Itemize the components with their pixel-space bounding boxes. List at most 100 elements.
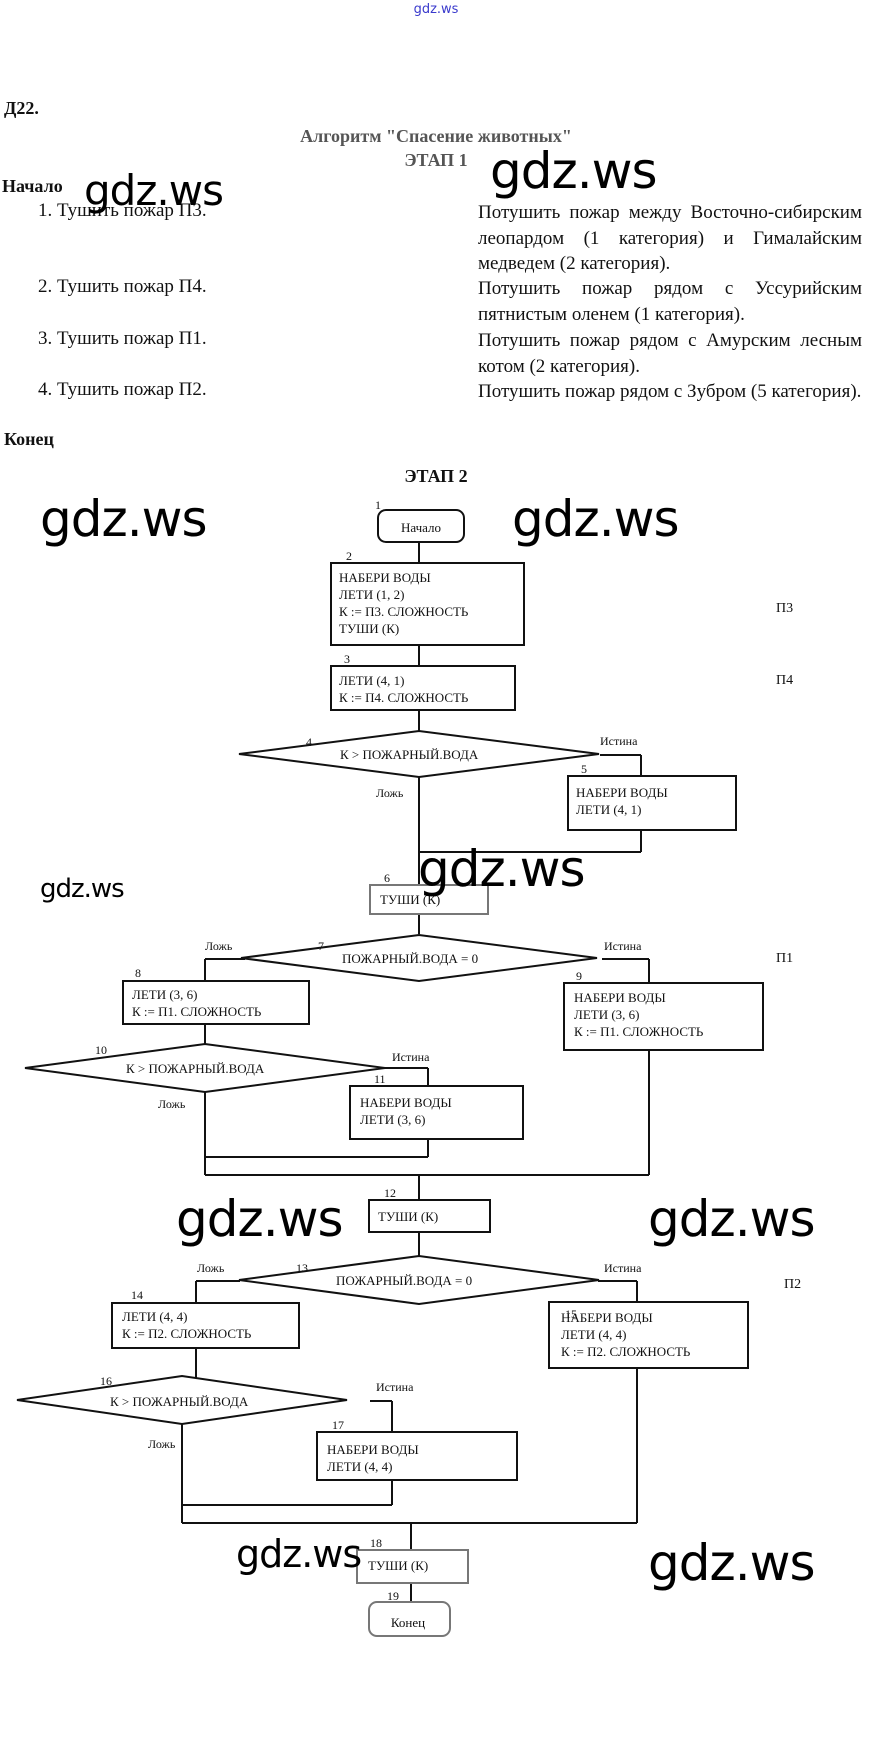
watermark: gdz.ws bbox=[512, 490, 680, 548]
flowchart-process-17 bbox=[316, 1431, 518, 1481]
flowchart-block-number: 9 bbox=[576, 969, 582, 983]
flowchart-block-text: ЛЕТИ (4, 4) bbox=[122, 1309, 188, 1324]
flowchart-block-text: ПОЖАРНЫЙ.ВОДА = 0 bbox=[336, 1273, 472, 1288]
site-link[interactable]: gdz.ws bbox=[413, 2, 459, 17]
flowchart-true-label: Истина bbox=[600, 734, 638, 748]
flowchart-block-number: 1 bbox=[375, 498, 381, 512]
flowchart-block-text: ТУШИ (К) bbox=[368, 1558, 428, 1573]
flowchart-block-text: ЛЕТИ (4, 4) bbox=[561, 1327, 627, 1342]
flowchart-block-text: НАБЕРИ ВОДЫ bbox=[574, 990, 666, 1005]
watermark: gdz.ws bbox=[40, 874, 125, 904]
flowchart-block-number: 15 bbox=[565, 1307, 577, 1321]
flowchart-terminal-19 bbox=[368, 1601, 451, 1637]
flowchart-decision-7 bbox=[240, 933, 598, 983]
fire-side-label: П2 bbox=[784, 1277, 801, 1292]
flowchart-true-label: Истина bbox=[604, 1261, 642, 1275]
watermark: gdz.ws bbox=[418, 840, 586, 898]
flowchart-true-label: Истина bbox=[376, 1380, 414, 1394]
stage1-start-label: Начало bbox=[2, 176, 63, 196]
fire-side-label: П1 bbox=[776, 951, 793, 966]
flowchart-block-text: НАБЕРИ ВОДЫ bbox=[360, 1095, 452, 1110]
flowchart-block-number: 4 bbox=[306, 735, 312, 749]
flowchart-process-18 bbox=[356, 1549, 469, 1584]
flowchart-block-number: 14 bbox=[131, 1288, 143, 1302]
flowchart-block-text: НАБЕРИ ВОДЫ bbox=[327, 1442, 419, 1457]
stage1-step-description: Потушить пожар рядом с Зубром (5 категор… bbox=[478, 381, 862, 402]
flowchart-process-11 bbox=[349, 1085, 524, 1140]
flowchart-block-text: К > ПОЖАРНЫЙ.ВОДА bbox=[340, 747, 479, 762]
watermark: gdz.ws bbox=[40, 490, 208, 548]
flowchart-block-text: К > ПОЖАРНЫЙ.ВОДА bbox=[126, 1061, 265, 1076]
watermark: gdz.ws bbox=[648, 1534, 816, 1592]
flowchart-block-number: 13 bbox=[296, 1261, 308, 1275]
flowchart-block-number: 2 bbox=[346, 549, 352, 563]
flowchart-block-text: ЛЕТИ (3, 6) bbox=[574, 1007, 640, 1022]
flowchart-block-text: ЛЕТИ (4, 1) bbox=[339, 673, 405, 688]
flowchart-block-number: 18 bbox=[370, 1536, 382, 1550]
fire-side-label: П4 bbox=[776, 673, 793, 688]
stage1-step: 3. Тушить пожар П1. bbox=[38, 328, 207, 349]
flowchart-block-text: ЛЕТИ (4, 1) bbox=[576, 802, 642, 817]
flowchart-terminal-1 bbox=[377, 509, 465, 543]
flowchart-block-text: ТУШИ (К) bbox=[378, 1209, 438, 1224]
flowchart-block-text: ТУШИ (К) bbox=[339, 621, 399, 636]
flowchart-decision-13 bbox=[238, 1254, 600, 1306]
flowchart-false-label: Ложь bbox=[205, 939, 233, 953]
flowchart-true-label: Истина bbox=[392, 1050, 430, 1064]
flowchart-process-3 bbox=[330, 665, 516, 711]
stage1-step-description: Потушить пожар рядом с Уссурийским пятни… bbox=[478, 278, 862, 325]
flowchart-block-text: ЛЕТИ (3, 6) bbox=[360, 1112, 426, 1127]
algorithm-title: Алгоритм "Спасение животных" bbox=[300, 126, 572, 146]
flowchart-block-number: 7 bbox=[318, 939, 324, 953]
flowchart-block-number: 3 bbox=[344, 652, 350, 666]
flowchart-block-text: К := П4. СЛОЖНОСТЬ bbox=[339, 690, 469, 705]
flowchart-process-15 bbox=[548, 1301, 749, 1369]
flowchart-block-number: 19 bbox=[387, 1589, 399, 1603]
flowchart-process-8 bbox=[122, 980, 310, 1025]
flowchart-false-label: Ложь bbox=[148, 1437, 176, 1451]
stage1-title: ЭТАП 1 bbox=[404, 150, 468, 170]
watermark: gdz.ws bbox=[648, 1190, 816, 1248]
stage1-step: 4. Тушить пожар П2. bbox=[38, 379, 207, 400]
stage1-step: 2. Тушить пожар П4. bbox=[38, 276, 207, 297]
flowchart-block-text: ТУШИ (К) bbox=[380, 892, 440, 907]
flowchart-block-number: 8 bbox=[135, 966, 141, 980]
task-number: Д22. bbox=[4, 98, 39, 118]
flowchart-block-number: 12 bbox=[384, 1186, 396, 1200]
flowchart-process-5 bbox=[567, 775, 737, 831]
flowchart-process-12 bbox=[368, 1199, 491, 1233]
watermark: gdz.ws bbox=[84, 166, 224, 215]
flowchart-block-text: ПОЖАРНЫЙ.ВОДА = 0 bbox=[342, 951, 478, 966]
watermark: gdz.ws bbox=[236, 1532, 362, 1576]
flowchart-block-number: 6 bbox=[384, 871, 390, 885]
flowchart-block-number: 5 bbox=[581, 762, 587, 776]
flowchart-block-text: ЛЕТИ (1, 2) bbox=[339, 587, 405, 602]
stage1-step: 1. Тушить пожар П3. bbox=[38, 200, 207, 221]
stage1-step-description: Потушить пожар между Восточно-сибирским … bbox=[478, 202, 862, 274]
flowchart-block-number: 16 bbox=[100, 1374, 112, 1388]
watermark: gdz.ws bbox=[490, 142, 658, 200]
flowchart-block-text: НАБЕРИ ВОДЫ bbox=[339, 570, 431, 585]
stage2-title: ЭТАП 2 bbox=[404, 466, 468, 486]
flowchart-block-text: К := П1. СЛОЖНОСТЬ bbox=[574, 1024, 704, 1039]
watermark: gdz.ws bbox=[176, 1190, 344, 1248]
flowchart-decision-10 bbox=[24, 1042, 386, 1094]
flowchart-block-text: НАБЕРИ ВОДЫ bbox=[576, 785, 668, 800]
flowchart-block-number: 10 bbox=[95, 1043, 107, 1057]
flowchart-block-text: К > ПОЖАРНЫЙ.ВОДА bbox=[110, 1394, 249, 1409]
flowchart-decision-16 bbox=[16, 1374, 348, 1426]
flowchart-process-6 bbox=[369, 884, 489, 915]
flowchart-false-label: Ложь bbox=[376, 786, 404, 800]
flowchart-block-text: ЛЕТИ (3, 6) bbox=[132, 987, 198, 1002]
flowchart-block-text: Начало bbox=[401, 520, 441, 535]
flowchart-process-2 bbox=[330, 562, 525, 646]
flowchart-true-label: Истина bbox=[604, 939, 642, 953]
flowchart-block-text: К := П2. СЛОЖНОСТЬ bbox=[561, 1344, 691, 1359]
flowchart-decision-4 bbox=[238, 729, 600, 779]
flowchart-false-label: Ложь bbox=[197, 1261, 225, 1275]
stage1-step-description: Потушить пожар рядом с Амурским лесным к… bbox=[478, 330, 862, 377]
fire-side-label: П3 bbox=[776, 601, 793, 616]
flowchart-block-text: Конец bbox=[391, 1615, 425, 1630]
flowchart-block-text: ЛЕТИ (4, 4) bbox=[327, 1459, 393, 1474]
